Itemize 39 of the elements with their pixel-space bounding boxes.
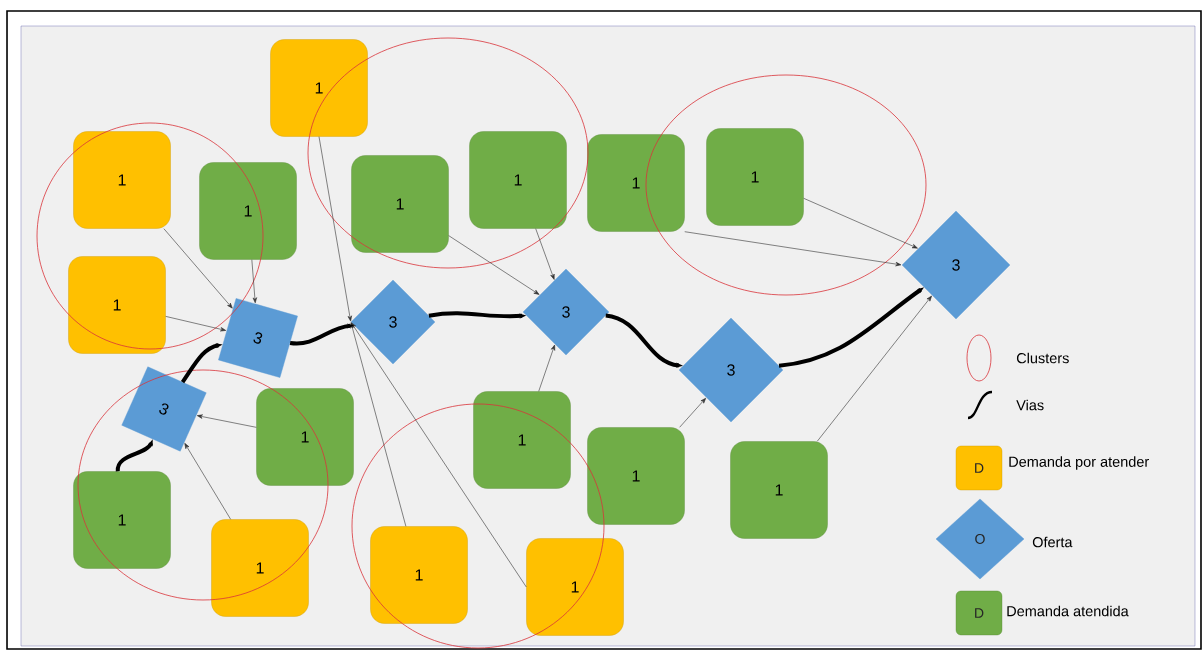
pending-demand-box: 1 <box>270 39 368 137</box>
legend-text: Demanda por atender <box>1009 456 1149 470</box>
pending-demand-box: 1 <box>73 131 171 229</box>
arrow <box>679 397 707 428</box>
arrow <box>184 443 231 520</box>
arrow <box>538 344 556 392</box>
legend-symbol-letter: O <box>975 534 985 544</box>
legend-text: Demanda atendida <box>1007 605 1129 617</box>
arrow <box>535 228 555 280</box>
arrow <box>351 322 527 588</box>
served-demand-box: 1 <box>706 128 804 226</box>
arrow <box>350 322 407 527</box>
pending-demand-box: 1 <box>68 256 166 354</box>
arrow <box>163 228 233 309</box>
arrow <box>251 259 257 304</box>
legend-symbol-letter: D <box>975 608 984 618</box>
pending-demand-box: 1 <box>211 519 309 617</box>
served-demand-box: 1 <box>351 155 449 253</box>
arrow <box>816 295 932 442</box>
arrow <box>165 316 227 332</box>
arrow <box>448 235 540 295</box>
arrow <box>684 231 902 267</box>
served-demand-box: 1 <box>73 471 171 569</box>
legend-symbol-letter: D <box>975 463 984 473</box>
pending-demand-box: 1 <box>370 526 468 624</box>
arrow <box>196 414 257 428</box>
pending-demand-box: 1 <box>526 538 624 636</box>
legend-text: Clusters <box>1016 352 1069 364</box>
served-demand-box: 1 <box>256 388 354 486</box>
arrow <box>318 136 352 322</box>
served-demand-box: 1 <box>473 391 571 489</box>
legend-text: Oferta <box>1032 536 1073 548</box>
legend-text: Vias <box>1016 399 1044 411</box>
served-demand-box: 1 <box>469 131 567 229</box>
served-demand-box: 1 <box>730 441 828 539</box>
served-demand-box: 1 <box>199 162 297 260</box>
served-demand-box: 1 <box>587 427 685 525</box>
arrow <box>803 198 918 249</box>
served-demand-box: 1 <box>587 134 685 232</box>
